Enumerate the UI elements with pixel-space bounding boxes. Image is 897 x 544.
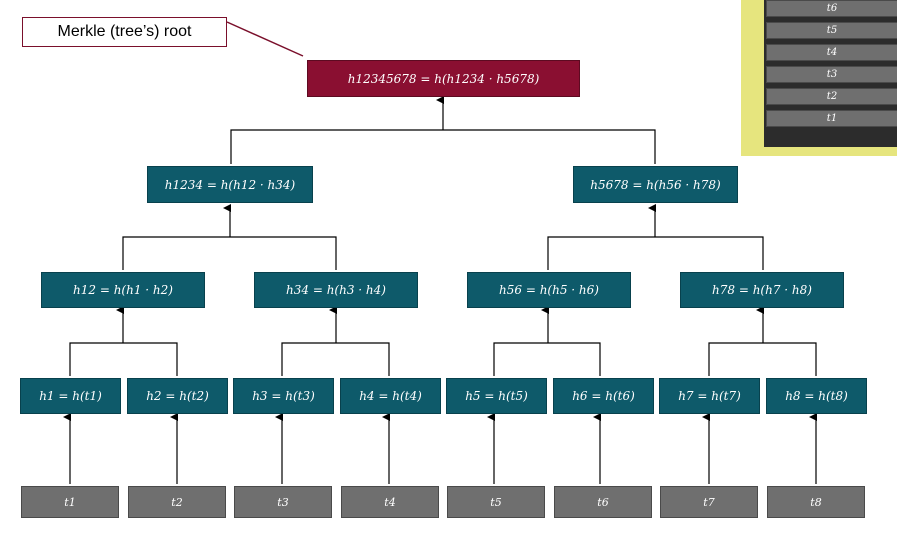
transaction-t6: t6: [554, 486, 652, 518]
edge-to-h56: [493, 342, 601, 376]
transaction-t4: t4: [341, 486, 439, 518]
stack-item: t5: [766, 22, 897, 39]
transaction-t3: t3: [234, 486, 332, 518]
hash-node-h34: h34 = h(h3 · h4): [254, 272, 418, 308]
transaction-t1: t1: [21, 486, 119, 518]
transaction-t5: t5: [447, 486, 545, 518]
transaction-t8: t8: [767, 486, 865, 518]
transaction-t7: t7: [660, 486, 758, 518]
stack-item: t3: [766, 66, 897, 83]
transaction-t2: t2: [128, 486, 226, 518]
merkle-root-node: h12345678 = h(h1234 · h5678): [307, 60, 580, 97]
merkle-root-callout: Merkle (tree’s) root: [22, 17, 227, 47]
stack-item: t4: [766, 44, 897, 61]
hash-node-h8: h8 = h(t8): [766, 378, 867, 414]
edge-to-h12: [69, 342, 178, 376]
hash-node-h5: h5 = h(t5): [446, 378, 547, 414]
edge-level3-to-h5678: [547, 236, 764, 270]
stack-item: t2: [766, 88, 897, 105]
stack-item: t1: [766, 110, 897, 127]
edge-level2-to-root: [230, 129, 656, 164]
hash-node-h6: h6 = h(t6): [553, 378, 654, 414]
callout-pointer: [226, 21, 304, 57]
hash-node-h78: h78 = h(h7 · h8): [680, 272, 844, 308]
stack-item: t6: [766, 0, 897, 17]
hash-node-h1: h1 = h(t1): [20, 378, 121, 414]
hash-node-h56: h56 = h(h5 · h6): [467, 272, 631, 308]
hash-node-h4: h4 = h(t4): [340, 378, 441, 414]
hash-node-h5678: h5678 = h(h56 · h78): [573, 166, 738, 203]
hash-node-h7: h7 = h(t7): [659, 378, 760, 414]
edge-to-h78: [708, 342, 817, 376]
edge-to-h34: [281, 342, 390, 376]
edge-level3-to-h1234: [122, 236, 337, 270]
hash-node-h3: h3 = h(t3): [233, 378, 334, 414]
hash-node-h2: h2 = h(t2): [127, 378, 228, 414]
hash-node-h12: h12 = h(h1 · h2): [41, 272, 205, 308]
hash-node-h1234: h1234 = h(h12 · h34): [147, 166, 313, 203]
